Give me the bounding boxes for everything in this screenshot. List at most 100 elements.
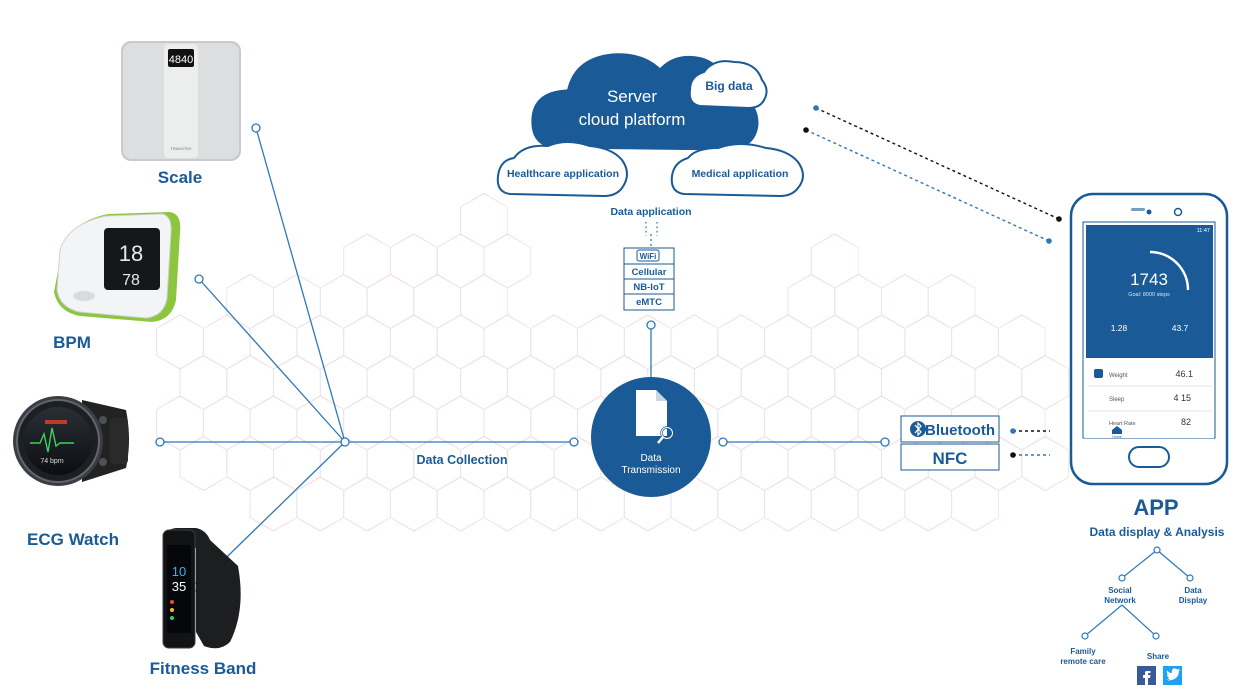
hexagon-cell	[974, 354, 1023, 411]
tree-family-1: Family	[1070, 647, 1096, 656]
svg-text:78: 78	[122, 272, 140, 289]
band-minute: 35	[172, 579, 186, 594]
ecg-watch-device: 74 bpm	[13, 396, 129, 486]
hexagon-cell	[343, 476, 391, 532]
svg-text:74 bpm: 74 bpm	[40, 458, 64, 465]
hexagon-cell	[273, 273, 321, 330]
data-application-label: Data application	[610, 206, 691, 218]
medical-bubble: Medical application	[670, 143, 804, 198]
big-data-bubble: Big data	[688, 60, 768, 110]
hexagon-cell	[530, 476, 578, 532]
healthcare-label: Healthcare application	[507, 168, 619, 180]
hexagon-cell	[389, 314, 438, 370]
hexagon-cell	[366, 273, 415, 330]
hexagon-cell	[787, 273, 836, 330]
hexagon-cell	[810, 233, 859, 289]
band-hour: 10	[172, 564, 186, 579]
hexagon-cell	[810, 476, 859, 532]
svg-text:18: 18	[119, 241, 143, 266]
hexagon-cell	[1021, 354, 1069, 411]
hexagon-cell	[483, 314, 532, 370]
network-emtc: eMTC	[636, 297, 662, 308]
smartphone: 11:47 1743 Goal: 8000 steps 1.28 43.7 We…	[1069, 192, 1229, 486]
scale-brand: TRANSTEK	[170, 146, 192, 151]
hexagon-cell	[296, 314, 345, 370]
hexagon-cell	[506, 435, 555, 492]
fitness-band-label: Fitness Band	[150, 659, 257, 678]
hexagon-cell	[881, 273, 929, 330]
dotted-links	[805, 107, 1060, 456]
hexagon-cell	[857, 476, 906, 532]
scale-device: 4840 TRANSTEK	[121, 41, 241, 161]
hexagon-cell	[764, 314, 812, 370]
hexagon-cell	[389, 233, 438, 289]
hexagon-cell	[202, 314, 251, 370]
hexagon-cell	[740, 435, 789, 492]
bpm-device: 18 78	[54, 212, 181, 322]
hexagon-cell	[319, 273, 368, 330]
fitness-band-device: 10 35	[162, 528, 241, 649]
tree-social-1: Social	[1108, 586, 1132, 595]
hexagon-cell	[273, 435, 321, 492]
hexagon-cell	[460, 273, 508, 330]
phone-status-time: 11:47	[1197, 228, 1210, 234]
hexagon-cell	[904, 314, 953, 370]
hexagon-cell	[717, 476, 766, 532]
hexagon-cell	[530, 314, 578, 370]
nfc-label: NFC	[933, 449, 968, 468]
twitter-icon[interactable]	[1163, 666, 1182, 685]
hexagon-cell	[834, 273, 882, 330]
hexagon-cell	[179, 354, 228, 411]
ecg-watch-label: ECG Watch	[27, 530, 119, 549]
phone-nav-home: Home	[1112, 435, 1121, 439]
network-nbiot: NB-IoT	[633, 282, 664, 293]
hexagon-cell	[506, 354, 555, 411]
hexagon-cell	[553, 354, 602, 411]
phone-row-heart-value: 82	[1181, 417, 1191, 427]
hexagon-cell	[951, 314, 999, 370]
hexagon-cell	[413, 273, 462, 330]
hexagon-cell	[881, 354, 929, 411]
short-range-box: Bluetooth NFC	[900, 415, 1000, 471]
app-subtitle: Data display & Analysis	[1090, 525, 1225, 539]
hexagon-cell	[951, 476, 999, 532]
hexagon-cell	[927, 354, 976, 411]
hexagon-cell	[927, 273, 976, 330]
hexagon-cell	[670, 314, 719, 370]
tree-family-2: remote care	[1060, 657, 1106, 666]
collection-lines	[160, 127, 885, 588]
app-tree-nodes	[1081, 546, 1194, 640]
hexagon-cell	[577, 314, 625, 370]
hexagon-cell	[249, 476, 298, 532]
phone-row-sleep-label: Sleep	[1109, 397, 1125, 403]
hexagon-cell	[1021, 435, 1069, 492]
hexagon-cell	[249, 314, 298, 370]
scale-label: Scale	[158, 168, 202, 187]
hexagon-cell	[296, 476, 345, 532]
hexagon-cell	[343, 233, 391, 289]
hexagon-cell	[693, 354, 742, 411]
phone-steps: 1743	[1130, 270, 1168, 289]
wifi-label: WiFi	[640, 252, 657, 261]
hexagon-cell	[226, 354, 274, 411]
hexagon-cell	[904, 476, 953, 532]
tree-social-2: Network	[1104, 596, 1136, 605]
big-data-label: Big data	[705, 79, 753, 93]
tree-share: Share	[1147, 652, 1170, 661]
facebook-icon[interactable]	[1137, 666, 1156, 685]
dotted-link-ends	[803, 105, 1062, 458]
cloud-title-1: Server	[607, 87, 657, 106]
hexagon-cell	[810, 314, 859, 370]
phone-stat-right: 43.7	[1172, 323, 1189, 333]
healthcare-bubble: Healthcare application	[496, 141, 628, 198]
hexagon-cell	[273, 354, 321, 411]
phone-row-heart-label: Heart Rate	[1109, 421, 1136, 427]
hexagon-cell	[764, 476, 812, 532]
hexagon-cell	[717, 314, 766, 370]
phone-row-weight-value: 46.1	[1175, 369, 1193, 379]
data-transmission-node: Data Transmission	[591, 377, 711, 497]
bpm-label: BPM	[53, 333, 91, 352]
bluetooth-label: Bluetooth	[925, 422, 995, 439]
hexagon-cell	[413, 354, 462, 411]
hexagon-cell	[436, 233, 485, 289]
